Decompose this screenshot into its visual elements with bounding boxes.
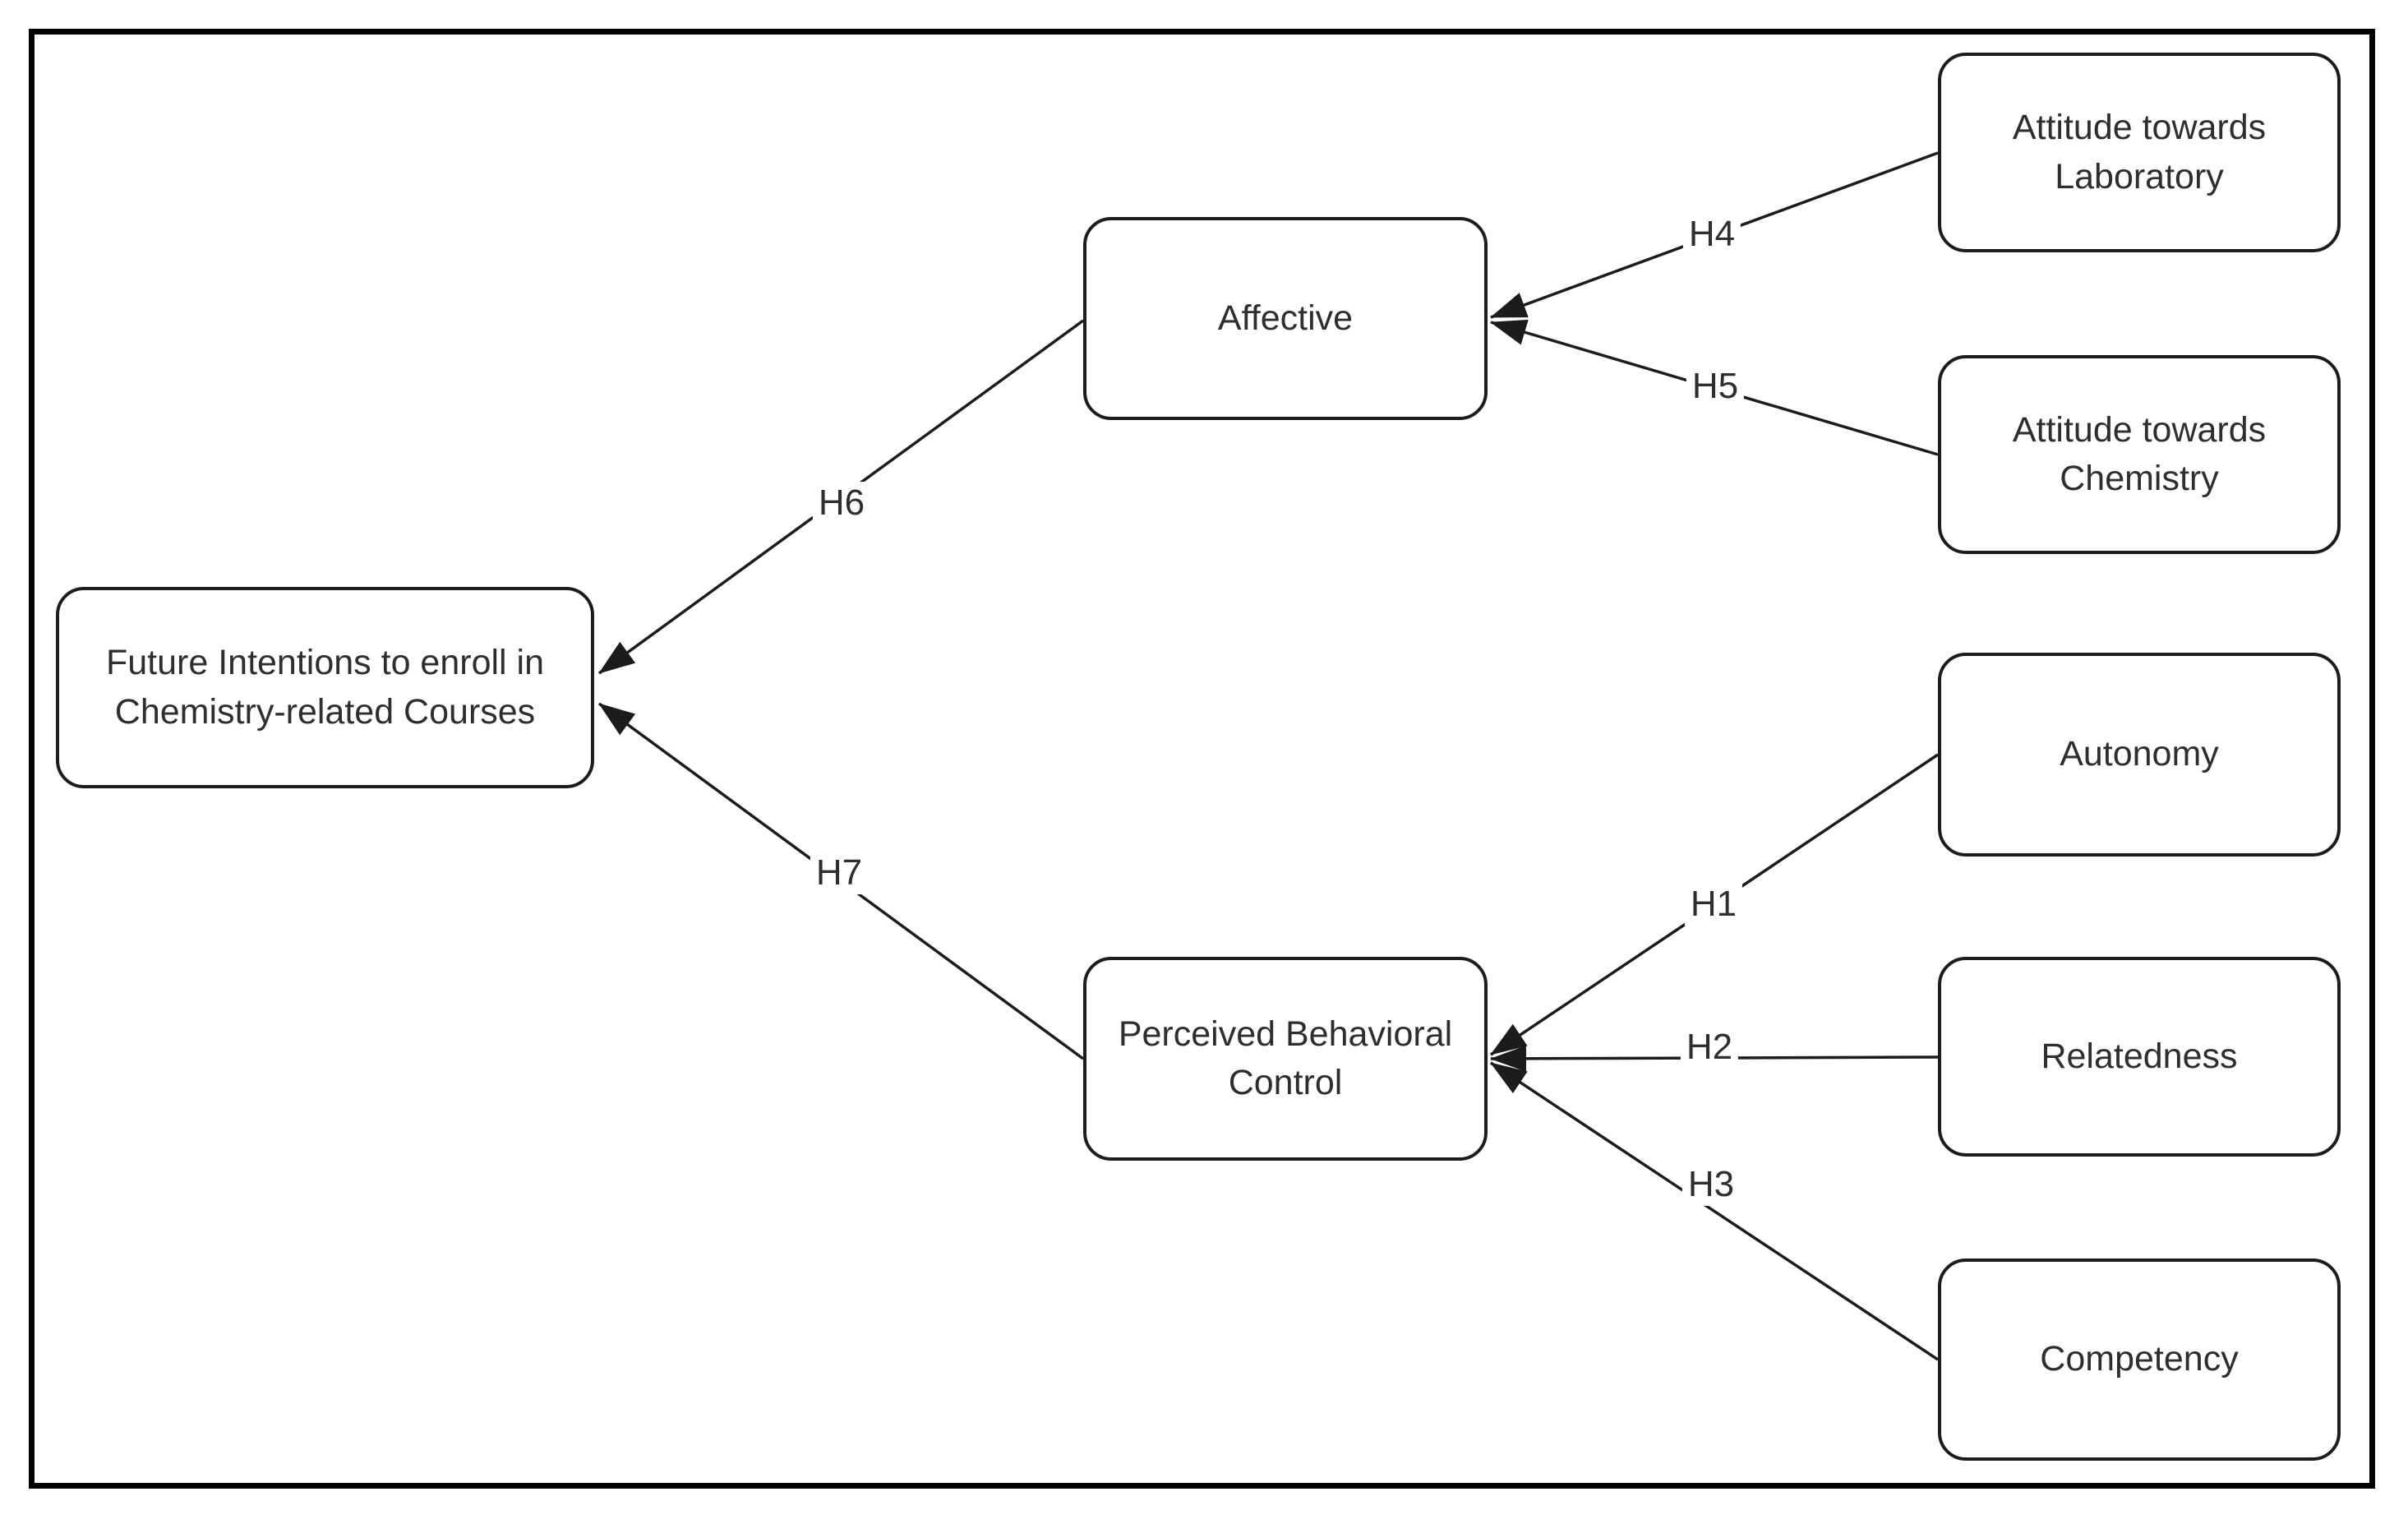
hypothesis-label-h7: H7 — [810, 852, 869, 894]
hypothesis-label-h2: H2 — [1680, 1026, 1739, 1069]
node-future-intentions: Future Intentions to enroll in Chemistry… — [56, 587, 594, 788]
node-attitude-towards-chemistry-label: Attitude towards Chemistry — [2012, 409, 2267, 498]
node-future-intentions-label: Future Intentions to enroll in Chemistry… — [105, 643, 545, 732]
node-autonomy: Autonomy — [1938, 653, 2341, 857]
node-relatedness: Relatedness — [1938, 957, 2341, 1157]
arrow-h3 — [1490, 1061, 1939, 1361]
node-attitude-towards-laboratory-label: Attitude towards Laboratory — [2012, 108, 2267, 196]
node-competency-label: Competency — [2040, 1339, 2239, 1379]
node-relatedness-label: Relatedness — [2041, 1036, 2238, 1076]
node-affective-label: Affective — [1217, 298, 1354, 338]
figure-border — [29, 29, 2375, 1489]
node-attitude-towards-chemistry: Attitude towards Chemistry — [1938, 355, 2341, 554]
hypothesis-label-h6: H6 — [812, 482, 871, 524]
hypothesis-label-h4: H4 — [1682, 213, 1741, 256]
hypothesis-label-h1: H1 — [1684, 883, 1743, 926]
node-competency: Competency — [1938, 1258, 2341, 1461]
node-affective: Affective — [1083, 217, 1488, 420]
node-attitude-towards-laboratory: Attitude towards Laboratory — [1938, 53, 2341, 252]
node-perceived-behavioral-control: Perceived Behavioral Control — [1083, 957, 1488, 1161]
hypothesis-label-h5: H5 — [1686, 365, 1745, 408]
hypothesis-label-h3: H3 — [1681, 1163, 1741, 1206]
node-perceived-behavioral-control-label: Perceived Behavioral Control — [1118, 1014, 1453, 1102]
node-autonomy-label: Autonomy — [2060, 734, 2219, 774]
